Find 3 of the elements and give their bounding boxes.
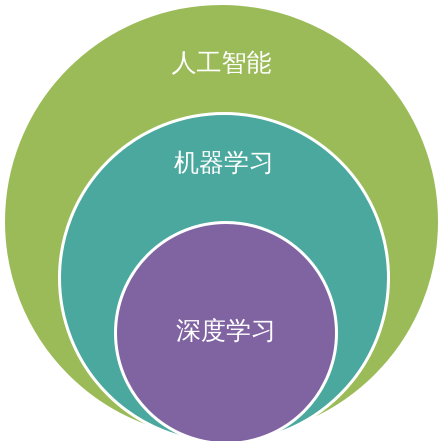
circle-label: 深度学习 xyxy=(176,316,276,346)
circle-label: 人工智能 xyxy=(172,48,272,78)
circle-label: 机器学习 xyxy=(174,148,274,178)
